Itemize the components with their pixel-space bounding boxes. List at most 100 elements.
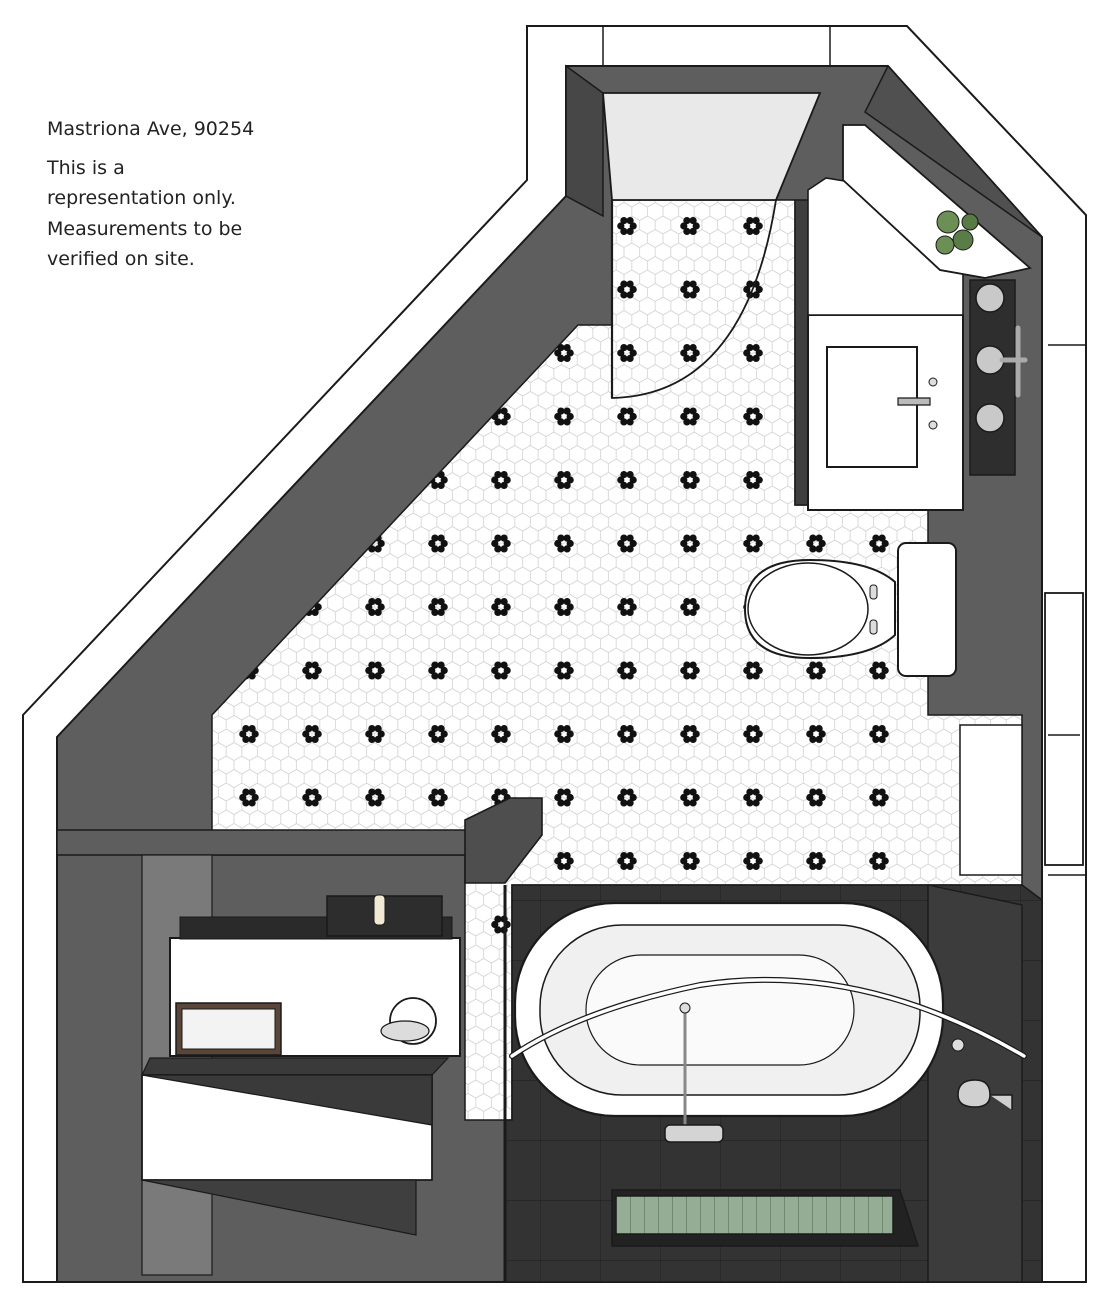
flower-tile-icon (302, 344, 322, 362)
flower-tile-icon (428, 534, 448, 553)
flower-tile-icon (743, 661, 763, 680)
flower-tile-icon (680, 344, 700, 362)
flower-tile-icon (806, 534, 826, 553)
soap-dispenser-icon (373, 894, 386, 926)
flower-tile-icon (743, 471, 763, 489)
flower-tile-icon (239, 788, 259, 807)
flower-tile-icon (680, 725, 700, 744)
flower-tile-icon (617, 344, 637, 362)
wall-shelf-edge (842, 179, 986, 279)
flower-tile-icon (554, 852, 574, 871)
flower-tile-icon (869, 725, 889, 744)
flower-tile-icon (302, 280, 322, 299)
mixer-tap-icon[interactable] (664, 1124, 724, 1143)
flower-tile-icon (743, 852, 763, 871)
sink-icon[interactable] (826, 346, 918, 468)
flower-tile-icon (743, 217, 763, 235)
flower-tile-icon (617, 217, 637, 235)
shower-head-icon[interactable] (957, 1079, 1013, 1110)
flower-tile-icon (743, 534, 763, 553)
flower-tile-icon (617, 407, 637, 426)
flower-tile-icon (491, 725, 511, 744)
flower-tile-icon (554, 788, 574, 807)
flower-tile-icon (680, 661, 700, 680)
flower-tile-icon (302, 788, 322, 807)
bench-base (141, 1179, 417, 1236)
drain-icon[interactable] (615, 1195, 894, 1235)
flower-tile-icon (554, 471, 574, 489)
flower-tile-icon (617, 661, 637, 680)
flower-tile-icon (617, 852, 637, 871)
interior-wall-shade (864, 64, 1043, 238)
flower-tile-icon (554, 661, 574, 680)
flower-tile-icon (617, 788, 637, 807)
flower-tile-icon (176, 408, 196, 426)
faucet-icon (897, 397, 931, 406)
flower-tile-icon (617, 598, 637, 617)
tap-icon (928, 420, 938, 430)
flower-tile-icon (743, 725, 763, 744)
flower-tile-icon (365, 788, 385, 807)
disclaimer-text: This is a representation only. Measureme… (47, 156, 243, 271)
niche-inner (181, 1008, 276, 1050)
flower-tile-icon (806, 725, 826, 744)
flower-tile-icon (680, 280, 700, 299)
window-icon (1044, 592, 1084, 866)
flower-tile-icon (743, 788, 763, 807)
flower-tile-icon (617, 471, 637, 489)
flower-tile-icon (113, 344, 133, 362)
flower-tile-icon (491, 661, 511, 680)
flower-tile-icon (176, 344, 196, 362)
partition-pier (464, 797, 543, 884)
window-reveal (959, 724, 1023, 876)
flower-tile-icon (806, 661, 826, 680)
flower-tile-icon (617, 725, 637, 744)
toilet-cistern (897, 542, 957, 677)
cold-tap-icon[interactable] (975, 403, 1005, 433)
flower-tile-icon (491, 534, 511, 553)
flower-tile-icon (428, 217, 448, 235)
flower-tile-icon (365, 661, 385, 680)
wall-clock-face (380, 1020, 430, 1042)
flower-tile-icon (869, 534, 889, 553)
hot-tap-icon[interactable] (975, 283, 1005, 313)
rail-bracket (951, 1038, 965, 1052)
toilet-hinge (869, 584, 878, 600)
flower-tile-icon (680, 471, 700, 489)
partition-wall-top (56, 829, 488, 856)
flower-tile-icon (428, 788, 448, 807)
flower-tile-icon (806, 852, 826, 871)
flower-tile-icon (365, 725, 385, 744)
address-label: Mastriona Ave, 90254 (47, 118, 255, 140)
flower-tile-icon (680, 407, 700, 426)
flower-tile-icon (743, 407, 763, 426)
flower-tile-icon (113, 471, 133, 489)
spout-arm (999, 325, 1028, 398)
flower-tile-icon (680, 852, 700, 871)
flower-tile-icon (239, 725, 259, 744)
flower-tile-icon (428, 725, 448, 744)
flower-tile-icon (113, 281, 133, 299)
flower-tile-icon (176, 281, 196, 299)
flower-tile-icon (428, 598, 448, 617)
flower-tile-icon (554, 725, 574, 744)
flower-tile-icon (743, 344, 763, 362)
flower-tile-icon (869, 852, 889, 871)
toilet-seat (747, 562, 869, 656)
flower-tile-icon (239, 407, 259, 426)
curtain-rail-highlight (510, 978, 1026, 1058)
bench-seat (141, 1057, 450, 1076)
flower-tile-icon (428, 661, 448, 680)
bathtub-inner (585, 954, 855, 1066)
flower-tile-icon (680, 788, 700, 807)
bench-shadow (141, 1074, 433, 1126)
flower-tile-icon (869, 661, 889, 680)
flower-tile-icon (869, 788, 889, 807)
flower-tile-icon (554, 534, 574, 553)
interior-wall-shade (565, 64, 604, 218)
flower-tile-icon (113, 408, 133, 426)
flower-tile-icon (617, 280, 637, 299)
toilet-hinge (869, 619, 878, 635)
